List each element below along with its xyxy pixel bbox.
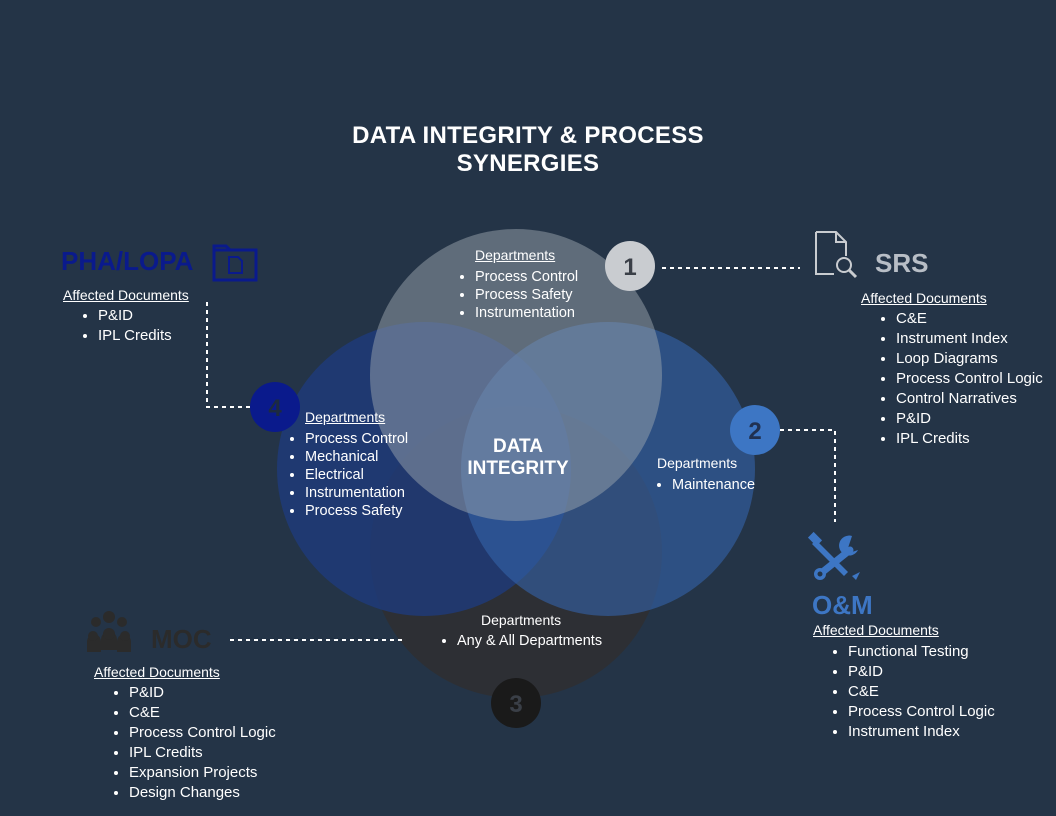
list-item: Mechanical [305,448,458,466]
list-item: P&ID [98,306,223,326]
circle-4-departments-label: Departments [305,409,386,425]
list-item: Process Safety [305,502,458,520]
srs-title: SRS [875,248,929,278]
marker-2 [730,405,780,455]
marker-1-number: 1 [623,254,636,281]
list-item: P&ID [848,662,1013,682]
marker-3-number: 3 [509,691,522,718]
list-item: Process Control Logic [896,369,1053,389]
page-title: DATA INTEGRITY & PROCESS SYNERGIES [352,122,704,177]
folder-document-icon [212,244,258,282]
list-item: C&E [896,309,1053,329]
list-item: Process Control Logic [848,702,1013,722]
list-item: Process Safety [475,286,628,304]
list-item: Electrical [305,466,458,484]
list-item: Process Control [475,268,628,286]
circle-1-departments-label: Departments [475,247,556,263]
list-item: C&E [848,682,1013,702]
list-item: Loop Diagrams [896,349,1053,369]
list-item: Instrumentation [305,484,458,502]
marker-3 [491,678,541,728]
marker-2-number: 2 [748,418,761,445]
marker-4 [250,382,300,432]
list-item: IPL Credits [98,326,223,346]
venn-circle-1 [370,229,662,521]
list-item: Control Narratives [896,389,1053,409]
circle-3-departments-label: Departments [481,612,562,628]
list-item: IPL Credits [129,743,294,763]
pha-lopa-title: PHA/LOPA [61,246,194,276]
list-item: IPL Credits [896,429,1053,449]
list-item: Any & All Departments [457,632,640,650]
moc-document-list: P&ID C&E Process Control Logic IPL Credi… [94,683,294,803]
circle-2-department-list: Maintenance [655,476,775,494]
marker-4-number: 4 [268,395,282,422]
circle-4-department-list: Process Control Mechanical Electrical In… [288,430,458,520]
om-document-list: Functional Testing P&ID C&E Process Cont… [813,642,1013,742]
list-item: Process Control Logic [129,723,294,743]
list-item: Functional Testing [848,642,1013,662]
list-item: Expansion Projects [129,763,294,783]
circle-1-department-list: Process Control Process Safety Instrumen… [458,268,628,322]
list-item: P&ID [896,409,1053,429]
circle-3-department-list: Any & All Departments [440,632,640,650]
people-group-icon [87,611,131,652]
circle-3-content: Departments Any & All Departments [440,611,640,650]
list-item: C&E [129,703,294,723]
pha-document-list: P&ID IPL Credits [63,306,223,346]
circle-1-content: Departments Process Control Process Safe… [458,246,628,322]
moc-title: MOC [151,624,212,654]
circle-2-departments-label: Departments [657,455,738,471]
circle-2-content: Departments Maintenance [655,454,775,494]
list-item: Instrumentation [475,304,628,322]
list-item: Instrument Index [848,722,1013,742]
list-item: Maintenance [672,476,775,494]
list-item: P&ID [129,683,294,703]
marker-1 [605,241,655,291]
list-item: Process Control [305,430,458,448]
moc-affected-documents-label: Affected Documents [94,664,220,680]
pha-lopa-documents: Affected Documents P&ID IPL Credits [63,286,223,346]
connector-pha [206,302,252,408]
list-item: Design Changes [129,783,294,803]
pha-affected-documents-label: Affected Documents [63,287,189,303]
moc-documents: Affected Documents P&ID C&E Process Cont… [94,663,294,803]
circle-4-content: Departments Process Control Mechanical E… [288,408,458,520]
document-search-icon [815,231,858,279]
om-title: O&M [812,590,873,620]
center-label: DATA INTEGRITY [467,436,569,479]
om-documents: Affected Documents Functional Testing P&… [813,621,1013,742]
list-item: Instrument Index [896,329,1053,349]
srs-affected-documents-label: Affected Documents [861,290,987,306]
om-affected-documents-label: Affected Documents [813,622,939,638]
srs-document-list: C&E Instrument Index Loop Diagrams Proce… [861,309,1053,449]
connector-om [780,429,836,522]
tools-icon [807,531,860,580]
srs-documents: Affected Documents C&E Instrument Index … [861,289,1053,449]
